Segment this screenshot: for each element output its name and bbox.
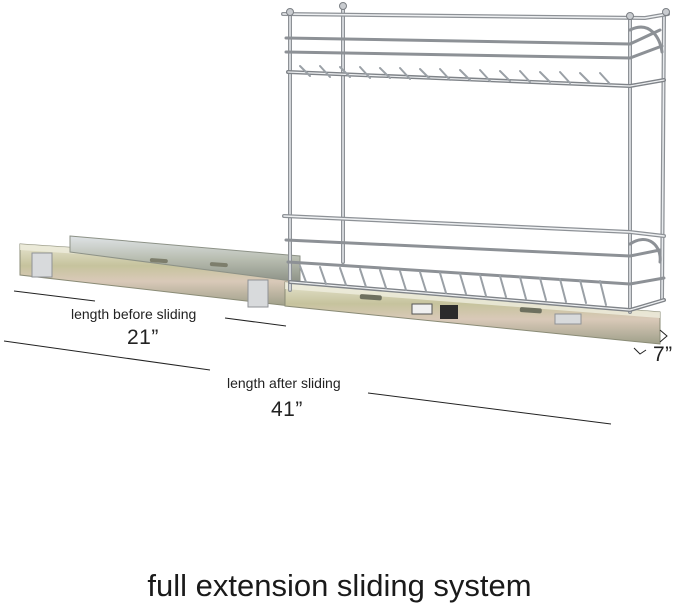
after-dimension-line-right xyxy=(367,392,612,425)
basket-frame xyxy=(281,2,670,314)
before-dimension-line-right xyxy=(224,317,287,327)
length-after-value: 41” xyxy=(271,398,303,421)
length-before-value: 21” xyxy=(127,326,159,349)
caption: full extension sliding system xyxy=(147,568,532,603)
after-dimension-line-left xyxy=(3,340,211,371)
before-dimension-line-left xyxy=(13,290,96,302)
depth-tick-bottom xyxy=(633,347,647,355)
dimension-lines xyxy=(3,290,668,425)
length-after-label: length after sliding xyxy=(227,375,341,391)
depth-tick-top xyxy=(659,329,668,343)
slide-rails xyxy=(19,235,661,345)
depth-value: 7” xyxy=(653,343,673,366)
length-before-label: length before sliding xyxy=(71,306,197,322)
